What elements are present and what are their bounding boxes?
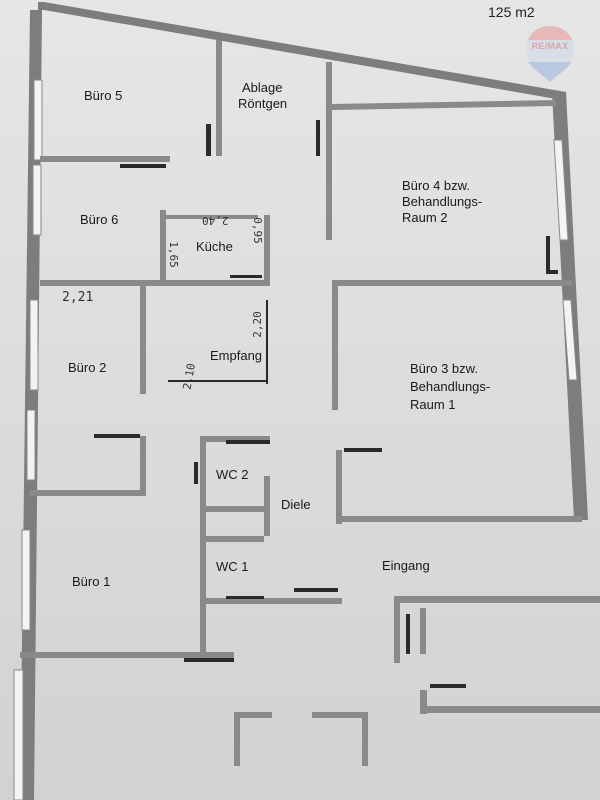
door-stub <box>294 588 338 592</box>
door-stub <box>120 164 166 168</box>
measure-buero2-top: 2,21 <box>62 290 94 305</box>
wall <box>394 603 400 663</box>
outer-wall-top-slanted <box>38 2 566 100</box>
wall <box>30 490 146 496</box>
wall <box>342 516 582 522</box>
wall <box>206 436 270 442</box>
wall <box>206 506 264 512</box>
room-label-buero5: Büro 5 <box>84 88 123 103</box>
right-windows <box>553 139 578 381</box>
measure-kueche-right: 0,95 <box>250 217 264 244</box>
wall <box>40 156 170 162</box>
wall <box>264 476 270 536</box>
wall <box>332 280 338 410</box>
door-stub <box>168 380 268 382</box>
door-stub <box>546 270 558 274</box>
room-label-buero4-1: Büro 4 bzw. <box>402 178 470 193</box>
balloon-icon <box>526 26 574 82</box>
room-label-buero6: Büro 6 <box>80 212 119 227</box>
room-label-buero1: Büro 1 <box>72 574 111 589</box>
room-label-buero4-2: Behandlungs- <box>402 194 483 209</box>
room-label-buero4-3: Raum 2 <box>402 210 448 225</box>
wall <box>338 280 572 286</box>
door-stub <box>406 614 410 654</box>
exterior-walls <box>20 2 588 800</box>
window <box>26 409 36 481</box>
wall <box>312 712 368 718</box>
room-label-buero3-2: Behandlungs- <box>410 379 491 394</box>
window <box>553 139 569 241</box>
window <box>21 529 31 631</box>
room-label-kueche: Küche <box>196 239 233 254</box>
room-label-eingang: Eingang <box>382 558 430 573</box>
measure-empfang-right: 2,20 <box>250 311 264 338</box>
door-stub <box>230 275 262 278</box>
door-stub <box>430 684 466 688</box>
wall <box>264 215 270 285</box>
door-stub <box>194 462 198 484</box>
wall <box>140 286 146 394</box>
door-stub <box>206 124 211 156</box>
room-label-empfang: Empfang <box>210 348 263 363</box>
left-windows <box>13 79 43 800</box>
measure-kueche-top: 2,40 <box>202 214 229 227</box>
area-label: 125 m2 <box>488 4 535 20</box>
wall <box>200 604 206 656</box>
room-label-wc1: WC 1 <box>216 559 249 574</box>
measure-kueche-left: 1,65 <box>166 241 180 268</box>
logo-text: RE/MAX <box>531 41 569 51</box>
door-stub <box>316 120 320 156</box>
window <box>29 299 39 391</box>
wall <box>206 598 342 604</box>
room-label-buero3-1: Büro 3 bzw. <box>410 361 478 376</box>
room-label-roentgen: Röntgen <box>238 96 288 111</box>
wall <box>234 712 272 718</box>
room-label-buero3-3: Raum 1 <box>410 397 456 412</box>
remax-logo: RE/MAX <box>518 22 582 86</box>
door-stub <box>184 658 234 662</box>
room-label-wc2: WC 2 <box>216 467 249 482</box>
wall <box>216 40 222 156</box>
wall <box>206 536 264 542</box>
door-stub <box>226 440 270 444</box>
door-stubs <box>94 120 558 688</box>
window <box>32 164 42 236</box>
wall <box>426 706 600 713</box>
wall <box>420 690 427 714</box>
window <box>562 299 578 381</box>
window <box>13 669 24 800</box>
room-label-buero2: Büro 2 <box>68 360 107 375</box>
wall <box>362 712 368 766</box>
window <box>33 79 43 161</box>
door-stub <box>546 236 550 274</box>
wall <box>166 215 258 219</box>
wall <box>20 652 234 658</box>
wall <box>332 100 556 110</box>
wall <box>140 436 146 494</box>
wall <box>234 712 240 766</box>
door-stub <box>94 434 140 438</box>
door-stub <box>226 596 264 599</box>
room-label-diele: Diele <box>281 497 311 512</box>
wall <box>336 450 342 524</box>
wall <box>200 436 206 608</box>
door-stub <box>266 300 268 384</box>
wall <box>394 596 600 603</box>
door-stub <box>344 448 382 452</box>
wall <box>420 608 426 654</box>
wall <box>160 210 166 286</box>
wall <box>40 280 270 286</box>
interior-walls <box>20 40 600 766</box>
room-label-ablage: Ablage <box>242 80 283 95</box>
wall <box>326 62 332 240</box>
